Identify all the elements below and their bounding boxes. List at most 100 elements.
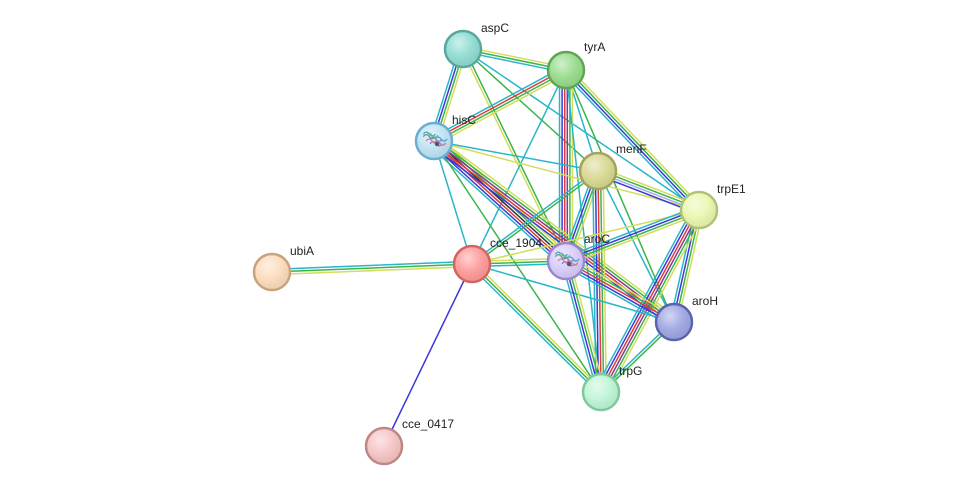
edge-aspC-trpE1[interactable] <box>462 48 700 211</box>
node-label: trpG <box>619 364 642 378</box>
edge-line-purple <box>433 140 675 323</box>
node-cce_0417[interactable]: cce_0417 <box>364 417 454 466</box>
protein-structure-icon <box>554 251 580 267</box>
edge-line-cyan <box>471 69 567 265</box>
node-shine <box>682 193 716 227</box>
edge-line-yellow <box>569 259 606 392</box>
edge-trpE1-cce_1904[interactable] <box>471 209 700 265</box>
node-label: menF <box>616 142 647 156</box>
node-tyrA[interactable]: tyrA <box>546 40 605 90</box>
edge-hisC-trpE1[interactable] <box>433 140 700 211</box>
edge-hisC-menF[interactable] <box>433 140 599 172</box>
edge-line-blue <box>383 263 473 447</box>
edge-tyrA-cce_1904[interactable] <box>471 69 567 265</box>
node-shine <box>367 429 401 463</box>
node-aroH[interactable]: aroH <box>654 294 718 342</box>
edge-aroC-trpG[interactable] <box>561 259 606 394</box>
edge-line-black <box>434 139 568 261</box>
edge-line-cyan <box>597 170 675 323</box>
nodes-layer: aspC tyrA hisC menF trpE1 cce_1904 aroC ubiA aro… <box>252 21 746 466</box>
edge-line-blue <box>563 262 674 326</box>
edge-cce_1904-ubiA[interactable] <box>271 260 473 276</box>
edge-line-blue <box>596 207 697 391</box>
edge-line-green <box>472 171 600 266</box>
node-label: aroC <box>584 232 610 246</box>
edge-hisC-trpG[interactable] <box>433 140 602 393</box>
edge-line-cyan <box>431 65 565 139</box>
edge-line-yellow <box>437 135 572 257</box>
edge-hisC-cce_1904[interactable] <box>433 140 473 265</box>
edge-line-green <box>433 70 568 143</box>
node-shine <box>455 247 489 281</box>
edge-menF-cce_1904[interactable] <box>470 169 600 266</box>
edge-line-red <box>565 260 675 323</box>
edge-tyrA-trpE1[interactable] <box>562 66 703 214</box>
edge-line-yellow <box>568 66 703 209</box>
edge-line-cyan <box>469 265 600 395</box>
edge-line-yellow <box>473 261 604 391</box>
edge-tyrA-hisC[interactable] <box>431 65 569 146</box>
node-label: aspC <box>481 21 509 35</box>
edge-trpE1-trpG[interactable] <box>594 206 706 396</box>
edge-hisC-aroH[interactable] <box>430 136 678 327</box>
node-trpE1[interactable]: trpE1 <box>679 182 746 230</box>
edge-line-cyan <box>271 260 473 271</box>
node-ubiA[interactable]: ubiA <box>252 244 314 292</box>
edge-line-cyan <box>462 48 700 211</box>
edge-menF-aroH[interactable] <box>597 170 675 323</box>
edge-line-red <box>431 142 674 325</box>
edge-line-green <box>565 210 701 263</box>
edges-layer <box>271 45 706 447</box>
edge-line-yellow <box>436 136 678 319</box>
edge-hisC-aroC[interactable] <box>428 135 572 267</box>
edge-line-red <box>432 141 566 263</box>
edge-line-cyan <box>470 169 598 264</box>
edge-line-green <box>566 257 677 321</box>
edge-line-yellow <box>471 209 700 265</box>
node-aroC[interactable]: aroC <box>546 232 610 281</box>
node-shine <box>446 32 480 66</box>
edge-line-green <box>271 263 473 273</box>
edge-tyrA-aroH[interactable] <box>565 69 675 323</box>
edge-line-blue <box>430 144 672 327</box>
node-menF[interactable]: menF <box>578 142 647 191</box>
edge-cce_1904-cce_0417[interactable] <box>383 263 473 447</box>
edge-line-cyan <box>428 145 563 267</box>
edge-line-cyan <box>433 140 473 265</box>
edge-line-green <box>565 69 675 323</box>
node-trpG[interactable]: trpG <box>581 364 642 412</box>
node-hisC[interactable]: hisC <box>414 113 476 161</box>
edge-line-blue <box>564 208 700 261</box>
edge-line-cyan <box>562 71 697 214</box>
edge-line-blue <box>564 70 699 212</box>
node-label: trpE1 <box>717 182 746 196</box>
edge-line-green <box>603 211 704 395</box>
edge-line-blue <box>430 143 565 265</box>
edge-line-purple <box>601 209 701 394</box>
edge-line-cyan <box>594 206 695 390</box>
edge-line-green <box>433 140 602 393</box>
edge-line-cyan <box>433 140 599 172</box>
edge-trpE1-aroC[interactable] <box>563 205 702 266</box>
node-label: cce_0417 <box>402 417 454 431</box>
edge-line-red <box>432 68 567 141</box>
node-shine <box>584 375 618 409</box>
edge-line-cyan <box>562 264 673 328</box>
edge-line-cyan <box>561 261 598 394</box>
edge-line-green <box>566 68 701 210</box>
node-shine <box>581 154 615 188</box>
edge-line-red <box>599 208 699 393</box>
edge-line-green <box>434 138 677 321</box>
node-cce_1904[interactable]: cce_1904 <box>452 236 542 284</box>
node-aspC[interactable]: aspC <box>443 21 509 69</box>
node-shine <box>657 305 691 339</box>
protein-structure-icon <box>422 131 448 147</box>
edge-line-green <box>471 263 602 393</box>
edge-line-red <box>597 170 602 393</box>
edge-line-blue <box>563 260 601 394</box>
edge-cce_1904-trpG[interactable] <box>469 261 604 395</box>
edge-menF-trpG[interactable] <box>592 170 607 393</box>
edge-aroC-aroH[interactable] <box>562 255 678 328</box>
edge-line-yellow <box>677 210 704 324</box>
